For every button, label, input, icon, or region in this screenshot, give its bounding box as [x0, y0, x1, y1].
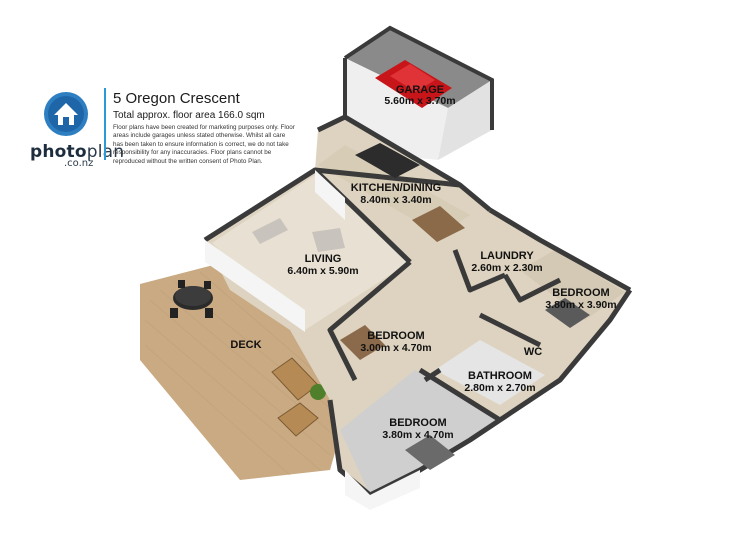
floor-area: Total approx. floor area 166.0 sqm — [113, 110, 265, 121]
kitchen-size: 8.40m x 3.40m — [360, 194, 431, 206]
room-bedroom1-label: BEDROOM 3.80m x 3.90m — [545, 287, 616, 311]
bedroom2-size: 3.00m x 4.70m — [360, 342, 431, 354]
room-wc-label: WC — [524, 346, 542, 358]
property-address: 5 Oregon Crescent — [113, 90, 240, 107]
bathroom-floor — [435, 340, 545, 405]
bedroom3-floor — [340, 370, 500, 495]
room-deck-label: DECK — [230, 339, 261, 351]
living-floor — [212, 175, 410, 330]
car-icon — [375, 60, 452, 108]
bedroom1-name: BEDROOM — [552, 287, 609, 299]
bedroom1-floor — [520, 250, 625, 320]
room-bedroom2-label: BEDROOM 3.00m x 4.70m — [360, 330, 431, 354]
bathroom-size: 2.80m x 2.70m — [464, 382, 535, 394]
outdoor-bench — [271, 357, 319, 437]
room-bathroom-label: BATHROOM 2.80m x 2.70m — [464, 370, 535, 394]
outdoor-table — [170, 280, 213, 318]
house-logo-icon — [44, 92, 88, 136]
sofa-icon — [252, 218, 345, 252]
brand-domain: .co.nz — [64, 158, 94, 169]
bedroom3-size: 3.80m x 4.70m — [382, 429, 453, 441]
header-divider — [104, 88, 106, 160]
bedroom2-name: BEDROOM — [367, 330, 424, 342]
laundry-size: 2.60m x 2.30m — [471, 262, 542, 274]
laundry-name: LAUNDRY — [480, 250, 534, 262]
bedroom1-size: 3.80m x 3.90m — [545, 299, 616, 311]
disclaimer: Floor plans have been created for market… — [113, 124, 295, 165]
deck-name: DECK — [230, 339, 261, 351]
dining-table — [412, 206, 465, 242]
wc-name: WC — [524, 346, 542, 358]
garage-name: GARAGE — [396, 84, 444, 96]
plant-icon — [310, 384, 326, 400]
room-living-label: LIVING 6.40m x 5.90m — [287, 253, 358, 277]
garage-size: 5.60m x 3.70m — [384, 95, 455, 107]
bed-icon — [340, 298, 590, 470]
kitchen-bench — [355, 143, 420, 178]
room-kitchen-label: KITCHEN/DINING 8.40m x 3.40m — [351, 182, 441, 206]
bathroom-name: BATHROOM — [468, 370, 532, 382]
wall-faces — [205, 170, 420, 510]
room-laundry-label: LAUNDRY 2.60m x 2.30m — [471, 250, 542, 274]
room-bedroom3-label: BEDROOM 3.80m x 4.70m — [382, 417, 453, 441]
bedroom3-name: BEDROOM — [389, 417, 446, 429]
room-garage-label: GARAGE 5.60m x 3.70m — [384, 84, 455, 107]
living-name: LIVING — [305, 253, 342, 265]
kitchen-name: KITCHEN/DINING — [351, 182, 441, 194]
living-size: 6.40m x 5.90m — [287, 265, 358, 277]
